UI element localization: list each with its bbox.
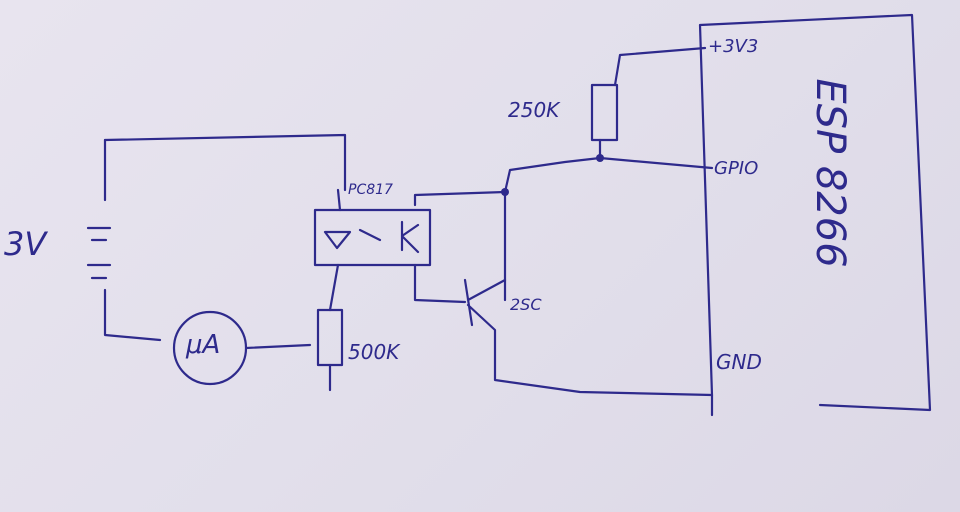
optocoupler-label: PC817 <box>348 182 393 198</box>
battery-symbol <box>86 138 162 342</box>
pin-gnd-label: GND <box>716 350 762 374</box>
pot-wire <box>328 263 340 392</box>
optocoupler-symbol <box>313 208 432 267</box>
potentiometer-symbol <box>316 308 344 367</box>
opto-internal <box>323 188 420 254</box>
junction-dot <box>596 154 604 162</box>
module-label: ESP 8266 <box>807 78 853 268</box>
pot-label: 500K <box>348 340 400 364</box>
pullup-label: 250K <box>508 98 560 122</box>
pullup-resistor-symbol <box>590 83 619 142</box>
pin-3v3-label: +3V3 <box>708 36 759 57</box>
transistor-symbol <box>463 278 714 397</box>
top-wire <box>103 133 347 192</box>
pin-gpio-label: GPIO <box>714 158 759 179</box>
junction-dot <box>501 188 509 196</box>
opto-out-wire <box>413 190 507 304</box>
meter-wire <box>244 343 312 350</box>
battery-label: 3V <box>4 225 47 263</box>
pullup-wire <box>503 46 714 194</box>
meter-label: μA <box>186 330 221 360</box>
transistor-label: 2SC <box>510 295 542 314</box>
